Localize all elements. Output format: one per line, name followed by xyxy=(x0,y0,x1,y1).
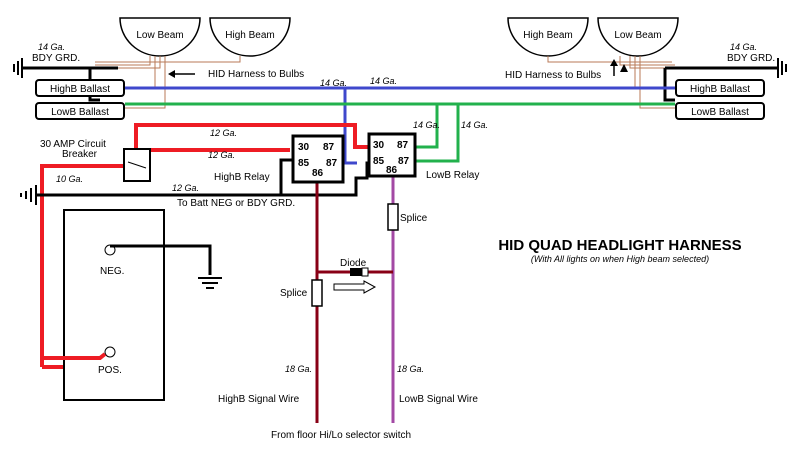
right-harness-callout: HID Harness to Bulbs xyxy=(505,59,628,81)
highb-relay-pin-87: 87 xyxy=(326,158,338,169)
right-harness-label: HID Harness to Bulbs xyxy=(505,70,601,81)
right-high-beam-label: High Beam xyxy=(523,30,572,41)
left-low-beam-lamp: Low Beam xyxy=(119,17,201,57)
left-lowb-ballast: LowB Ballast xyxy=(35,102,125,120)
right-body-ground: 14 Ga. BDY GRD. xyxy=(663,42,787,102)
left-low-beam-label: Low Beam xyxy=(136,30,183,41)
right-ground-label: BDY GRD. xyxy=(727,53,775,64)
gauge-green-top: 14 Ga. xyxy=(370,76,397,86)
breaker-label-line2: Breaker xyxy=(62,149,98,160)
lowb-relay-pin-86: 86 xyxy=(386,165,398,176)
gauge-blue-top: 14 Ga. xyxy=(320,78,347,88)
left-ground-gauge: 14 Ga. xyxy=(38,42,65,52)
selector-switch-label: From floor Hi/Lo selector switch xyxy=(271,430,411,441)
right-highb-ballast-label: HighB Ballast xyxy=(690,84,750,95)
upper-splice: Splice xyxy=(387,203,428,231)
battery: NEG. POS. xyxy=(63,209,165,401)
ground-destination-label: To Batt NEG or BDY GRD. xyxy=(177,198,295,209)
battery-neg-label: NEG. xyxy=(100,266,124,277)
green-lowb-feed-wire xyxy=(125,102,675,163)
gauge-green-lowb: 14 Ga. xyxy=(413,120,440,130)
battery-neg-wire xyxy=(110,244,212,275)
left-high-beam-label: High Beam xyxy=(225,30,274,41)
right-lowb-ballast-label: LowB Ballast xyxy=(691,107,749,118)
left-harness-callout: HID Harness to Bulbs xyxy=(168,69,304,80)
left-body-ground: 14 Ga. BDY GRD. xyxy=(13,42,118,102)
left-harness-label: HID Harness to Bulbs xyxy=(208,69,304,80)
left-lowb-ballast-label: LowB Ballast xyxy=(51,107,109,118)
lowb-signal-label: LowB Signal Wire xyxy=(399,394,478,405)
gauge-green-right: 14 Ga. xyxy=(461,120,488,130)
highb-relay-pin-30: 30 xyxy=(298,142,310,153)
diode-label: Diode xyxy=(340,258,367,269)
lowb-relay-pin-87: 87 xyxy=(398,156,410,167)
left-highb-ballast: HighB Ballast xyxy=(35,79,125,97)
circuit-breaker: 30 AMP Circuit Breaker xyxy=(40,139,151,182)
diagram-title: HID QUAD HEADLIGHT HARNESS xyxy=(498,237,741,254)
highb-signal-label: HighB Signal Wire xyxy=(218,394,300,405)
diode: Diode xyxy=(333,258,377,294)
right-lowb-ballast: LowB Ballast xyxy=(675,102,765,120)
gauge-red-battery: 10 Ga. xyxy=(56,174,83,184)
left-high-beam-lamp: High Beam xyxy=(209,17,291,57)
left-ground-label: BDY GRD. xyxy=(32,53,80,64)
right-highb-ballast: HighB Ballast xyxy=(675,79,765,97)
battery-pos-label: POS. xyxy=(98,365,122,376)
upper-splice-label: Splice xyxy=(400,213,428,224)
left-highb-ballast-label: HighB Ballast xyxy=(50,84,110,95)
lower-splice-label: Splice xyxy=(280,288,308,299)
right-low-beam-lamp: Low Beam xyxy=(597,17,679,57)
highb-relay-label: HighB Relay xyxy=(214,172,270,183)
gauge-highb-signal: 18 Ga. xyxy=(285,364,312,374)
lowb-relay: 30 87 85 87 86 LowB Relay xyxy=(367,132,479,181)
chassis-ground-icon xyxy=(198,277,222,289)
breaker-label-line1: 30 AMP Circuit xyxy=(40,139,106,150)
lowb-relay-label: LowB Relay xyxy=(426,170,479,181)
highb-relay-pin-85: 85 xyxy=(298,158,310,169)
highb-relay-pin-86: 86 xyxy=(312,168,324,179)
right-low-beam-label: Low Beam xyxy=(614,30,661,41)
right-bulb-harness xyxy=(547,56,680,109)
gauge-red-mid: 12 Ga. xyxy=(208,150,235,160)
diagram-subtitle: (With All lights on when High beam selec… xyxy=(531,254,709,264)
highb-relay-pin-87a: 87 xyxy=(323,142,335,153)
gauge-lowb-signal: 18 Ga. xyxy=(397,364,424,374)
highb-relay: 30 87 85 87 86 HighB Relay xyxy=(214,134,345,184)
relay-ground-icon xyxy=(20,185,37,205)
right-high-beam-lamp: High Beam xyxy=(507,17,589,57)
lowb-relay-pin-85: 85 xyxy=(373,156,385,167)
lower-splice: Splice xyxy=(280,279,323,307)
battery-pos-wire xyxy=(40,352,107,367)
gauge-red-top: 12 Ga. xyxy=(210,128,237,138)
lowb-relay-pin-30: 30 xyxy=(373,140,385,151)
blue-highb-feed-wire xyxy=(125,86,675,165)
lowb-relay-pin-87a: 87 xyxy=(397,140,409,151)
right-ground-gauge: 14 Ga. xyxy=(730,42,757,52)
gauge-ground-wire: 12 Ga. xyxy=(172,183,199,193)
